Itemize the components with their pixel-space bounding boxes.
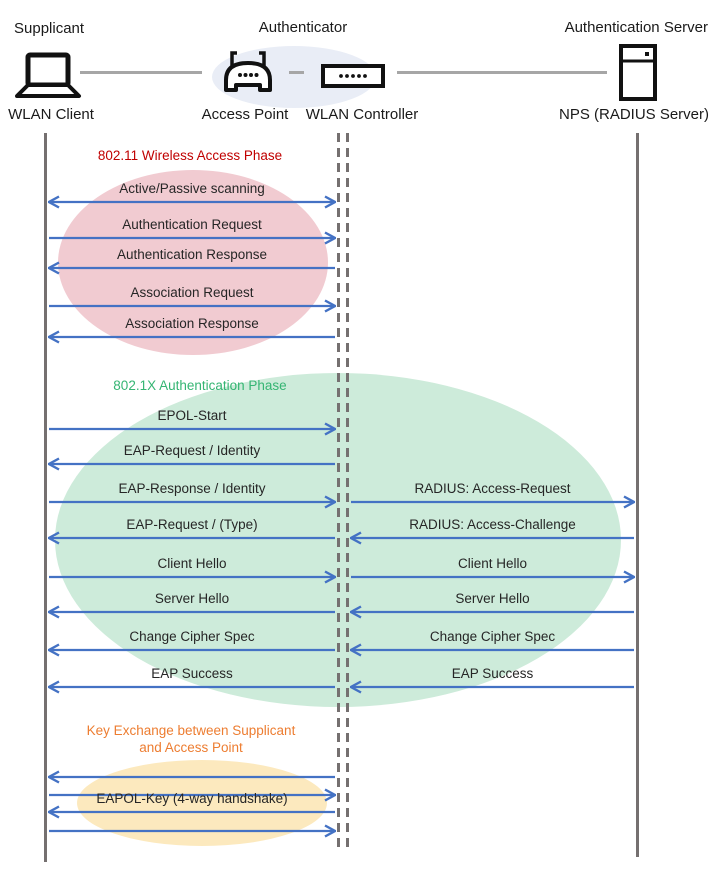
message: Client Hello	[48, 556, 336, 584]
message: RADIUS: Access-Request	[350, 481, 635, 509]
message-arrow	[49, 570, 336, 584]
phase-80211-title: 802.11 Wireless Access Phase	[97, 148, 283, 163]
message-label: Change Cipher Spec	[129, 629, 255, 644]
message-label: EAP Success	[451, 666, 534, 681]
actor-label-wlan-client: WLAN Client	[8, 106, 94, 123]
message-label: Authentication Response	[116, 247, 268, 262]
message: Change Cipher Spec	[350, 629, 635, 657]
message-label: Association Response	[125, 316, 259, 331]
lifeline-wlan-controller-right	[346, 133, 349, 853]
message-label: RADIUS: Access-Request	[414, 481, 571, 496]
phase-80211-ellipse	[58, 170, 328, 355]
role-supplicant: Supplicant	[14, 20, 85, 37]
actor-label-nps: NPS (RADIUS Server)	[558, 106, 710, 123]
message-label: EAPOL-Key (4-way handshake)	[96, 791, 288, 806]
message-arrow	[48, 531, 335, 545]
message: Active/Passive scanning	[48, 181, 336, 209]
message: Server Hello	[48, 591, 336, 619]
message-arrow	[351, 570, 635, 584]
message-arrow	[48, 680, 335, 694]
message-arrow	[48, 457, 335, 471]
message-label: Client Hello	[457, 556, 528, 571]
message-arrow	[48, 805, 335, 819]
message: Authentication Response	[48, 247, 336, 275]
message-label: EPOL-Start	[157, 408, 227, 423]
laptop-icon	[15, 52, 81, 98]
message: EAP-Request / (Type)	[48, 517, 336, 545]
role-authentication-server: Authentication Server	[564, 19, 708, 36]
message-arrow	[350, 531, 634, 545]
message: Authentication Request	[48, 217, 336, 245]
message: Change Cipher Spec	[48, 629, 336, 657]
role-authenticator: Authenticator	[258, 19, 348, 36]
lifeline-wlan-client	[44, 133, 47, 862]
message-arrow	[49, 495, 336, 509]
message-label: Server Hello	[455, 591, 530, 606]
message	[48, 810, 336, 838]
message-label: Active/Passive scanning	[119, 181, 265, 196]
message-arrow	[48, 643, 335, 657]
phase-8021x-title: 802.1X Authentication Phase	[113, 378, 287, 393]
message: EAP-Response / Identity	[48, 481, 336, 509]
message-label: Server Hello	[154, 591, 230, 606]
access-point-icon	[224, 51, 272, 92]
message-label: EAP-Response / Identity	[118, 481, 266, 496]
message: EAPOL-Key (4-way handshake)	[48, 791, 336, 819]
connector-wlc-server	[397, 71, 607, 74]
message-label: Association Request	[130, 285, 254, 300]
message-arrow	[48, 261, 335, 275]
connector-client-ap	[80, 71, 202, 74]
lifeline-nps	[636, 133, 639, 857]
message-arrow	[48, 605, 335, 619]
actor-label-wlan-controller: WLAN Controller	[305, 106, 419, 123]
message-label: EAP-Request / (Type)	[126, 517, 258, 532]
wlan-controller-icon	[321, 64, 385, 88]
message-label: Authentication Request	[122, 217, 262, 232]
message-label: Client Hello	[157, 556, 227, 571]
message: Client Hello	[350, 556, 635, 584]
message-arrow	[48, 195, 336, 209]
actor-label-access-point: Access Point	[201, 106, 289, 123]
message-arrow	[350, 643, 634, 657]
message	[48, 756, 336, 784]
message-arrow	[48, 770, 335, 784]
phase-key-exchange-title: Key Exchange between Supplicant and Acce…	[86, 723, 296, 755]
message: EPOL-Start	[48, 408, 336, 436]
message: EAP Success	[48, 666, 336, 694]
message-arrow	[351, 495, 635, 509]
message-label: RADIUS: Access-Challenge	[409, 517, 576, 532]
message-arrow	[49, 788, 336, 802]
lifeline-wlan-controller-left	[337, 133, 340, 853]
message-arrow	[350, 680, 634, 694]
message-arrow	[49, 824, 336, 838]
message-arrow	[48, 330, 335, 344]
message: Association Request	[48, 285, 336, 313]
message: Association Response	[48, 316, 336, 344]
message	[48, 774, 336, 802]
message: Server Hello	[350, 591, 635, 619]
message-label: EAP Success	[151, 666, 233, 681]
message-label: EAP-Request / Identity	[123, 443, 261, 458]
message-label: Change Cipher Spec	[429, 629, 556, 644]
message: EAP Success	[350, 666, 635, 694]
connector-ap-wlc	[289, 71, 304, 74]
server-icon	[619, 44, 657, 101]
message: RADIUS: Access-Challenge	[350, 517, 635, 545]
message-arrow	[49, 231, 336, 245]
message-arrow	[49, 422, 336, 436]
message: EAP-Request / Identity	[48, 443, 336, 471]
message-arrow	[350, 605, 634, 619]
message-arrow	[49, 299, 336, 313]
